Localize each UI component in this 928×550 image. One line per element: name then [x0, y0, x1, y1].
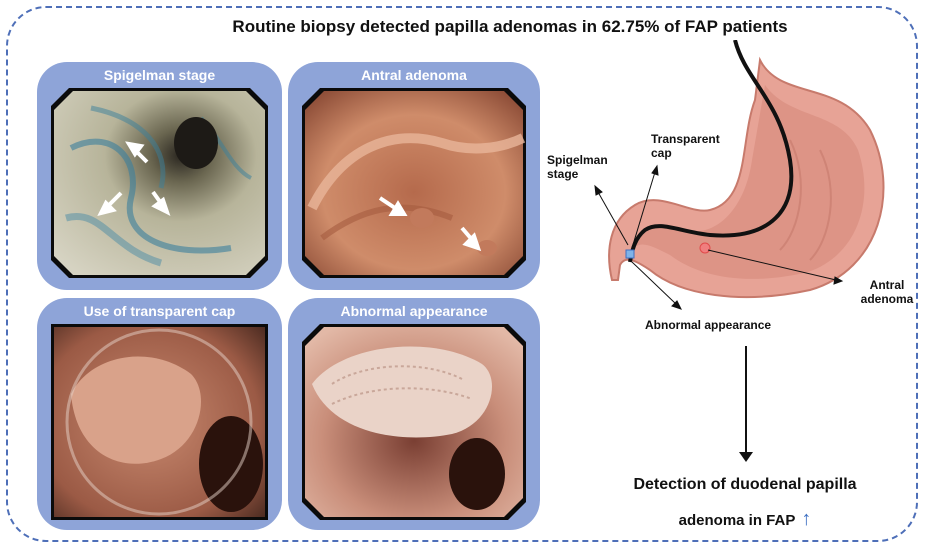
panel-label: Use of transparent cap — [83, 303, 236, 319]
result-line-1: Detection of duodenal papilla — [633, 476, 857, 493]
endoscopy-image-abnormal — [302, 324, 526, 520]
label-abnormal-appearance: Abnormal appearance — [645, 318, 772, 332]
increase-arrow-icon: ↑ — [801, 508, 812, 530]
dashed-frame — [6, 6, 918, 542]
endoscopy-image-spigelman — [51, 88, 268, 278]
panel-label: Abnormal appearance — [340, 303, 488, 319]
panel-antral-adenoma: Antral adenoma — [288, 62, 540, 290]
downward-arrow — [745, 346, 747, 454]
panel-spigelman-stage: Spigelman stage — [37, 62, 282, 290]
endoscopy-image-cap — [51, 324, 268, 520]
stomach-illustration — [594, 39, 885, 310]
figure-title: Routine biopsy detected papilla adenomas… — [232, 17, 788, 36]
panel-label: Antral adenoma — [361, 67, 467, 83]
panel-label: Spigelman stage — [103, 67, 216, 83]
panel-abnormal-appearance: Abnormal appearance — [288, 298, 540, 530]
result-text: Detection of duodenal papilla adenoma in… — [590, 468, 900, 538]
result-line-2-text: adenoma in FAP — [678, 512, 796, 529]
label-transparent-cap: Transparent cap — [651, 132, 720, 160]
label-antral-adenoma: Antral adenoma — [860, 278, 914, 306]
stomach-diagram — [540, 39, 920, 340]
label-spigelman-stage: Spigelman stage — [547, 153, 608, 181]
panel-transparent-cap: Use of transparent cap — [37, 298, 282, 530]
downward-arrow-head — [739, 452, 753, 462]
result-line-2: adenoma in FAP ↑ — [590, 502, 900, 538]
endoscopy-image-antral — [302, 88, 526, 278]
